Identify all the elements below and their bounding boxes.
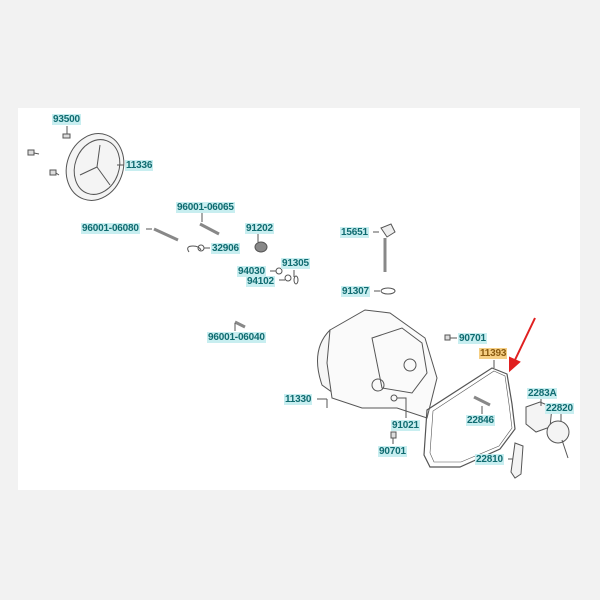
shaft-22846 (473, 395, 491, 414)
screw-90701-top (444, 334, 457, 341)
part-label-91305[interactable]: 91305 (281, 258, 310, 269)
part-label-96001-06065[interactable]: 96001-06065 (176, 202, 235, 213)
screw-93500 (62, 126, 71, 139)
part-label-32906[interactable]: 32906 (211, 243, 240, 254)
seal-91021 (390, 394, 407, 418)
part-label-90701-bottom[interactable]: 90701 (378, 446, 407, 457)
screw-left-1 (27, 149, 40, 156)
gasket-11393 (423, 360, 516, 468)
washer-94102 (279, 274, 292, 282)
part-label-96001-06080[interactable]: 96001-06080 (81, 223, 140, 234)
part-label-90701-top[interactable]: 90701 (458, 333, 487, 344)
part-label-91307[interactable]: 91307 (341, 286, 370, 297)
cover-plate-11336 (65, 133, 125, 201)
dipstick-15651 (373, 223, 396, 272)
o-ring-91307 (374, 287, 396, 295)
part-label-91021[interactable]: 91021 (391, 420, 420, 431)
arm-22810 (508, 442, 524, 479)
part-label-94102[interactable]: 94102 (246, 276, 275, 287)
crankcase-cover-11330 (317, 309, 438, 419)
part-label-11330[interactable]: 11330 (284, 394, 313, 405)
washer-94030 (270, 267, 283, 275)
highlight-arrow (509, 317, 536, 373)
part-label-22846[interactable]: 22846 (466, 415, 495, 426)
pump-22820 (546, 414, 570, 459)
part-label-96001-06040[interactable]: 96001-06040 (207, 332, 266, 343)
bolt-96001-06040 (234, 320, 246, 331)
part-label-91202[interactable]: 91202 (245, 223, 274, 234)
screw-90701-bottom (390, 431, 397, 444)
screw-left-2 (49, 169, 60, 176)
part-label-11336[interactable]: 11336 (125, 160, 154, 171)
clip-32906 (187, 244, 210, 253)
part-label-94030[interactable]: 94030 (237, 266, 266, 277)
part-label-93500[interactable]: 93500 (52, 114, 81, 125)
part-label-2283A[interactable]: 2283A (527, 388, 558, 399)
bolt-96001-06065 (199, 213, 220, 236)
part-label-22820[interactable]: 22820 (545, 403, 574, 414)
pin-91305 (293, 270, 299, 285)
part-label-11393-highlighted[interactable]: 11393 (479, 348, 508, 359)
part-label-22810[interactable]: 22810 (475, 454, 504, 465)
bolt-96001-06080 (146, 227, 179, 242)
part-label-15651[interactable]: 15651 (340, 227, 369, 238)
seal-91202 (254, 234, 268, 253)
